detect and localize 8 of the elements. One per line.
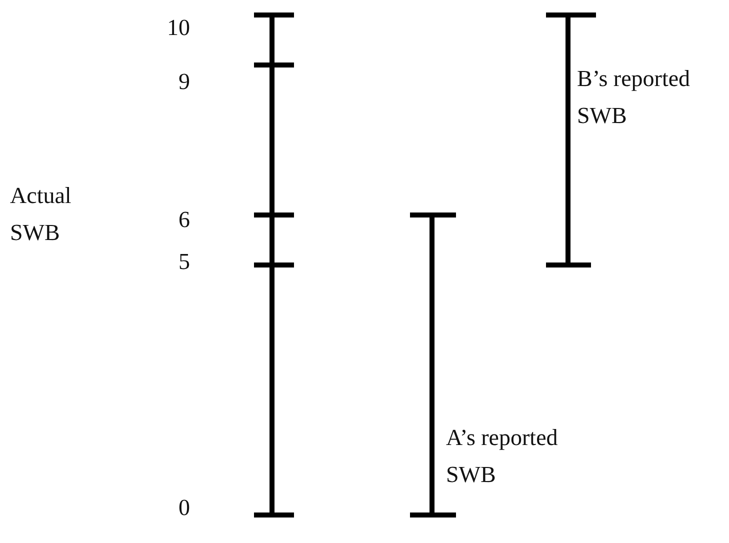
tick-label: 10 [166,14,190,42]
bar-label: B’s reported SWB [577,65,692,130]
tick-label: 9 [178,68,190,96]
tick-label: 6 [178,206,190,234]
tick-label: 5 [178,248,190,276]
tick-label: 0 [178,494,190,522]
bar-label: A’s reported SWB [446,424,559,489]
axis-label: Actual SWB [10,182,72,247]
